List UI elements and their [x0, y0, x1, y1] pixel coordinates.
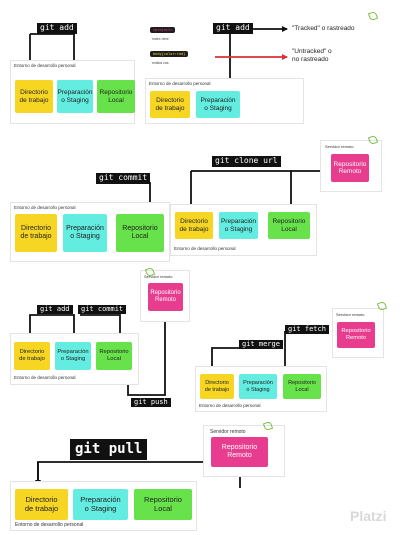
- cmd-git-pull: git pull: [70, 439, 148, 460]
- env-label: Entorno de desarrollo personal: [174, 246, 236, 251]
- file-tracked: index.html: [152, 37, 169, 41]
- platzi-watermark: Platzi: [350, 508, 387, 524]
- cmd-git-clone: git clone url: [212, 156, 281, 167]
- env-label: Entorno de desarrollo personal: [14, 375, 76, 380]
- cmd-git-merge: git merge: [239, 340, 283, 350]
- box-workdir-7: Directorio de trabajo: [15, 489, 68, 520]
- remote-title: Servidor remoto: [210, 429, 246, 435]
- box-remote-3: Repositorio Remoto: [337, 322, 375, 348]
- env-label: Entorno de desarrollo personal: [149, 81, 211, 86]
- remote-card-4: Servidor remoto: [203, 425, 285, 477]
- box-workdir-5: Directorio de trabajo: [14, 342, 50, 370]
- box-staging-6: Preparación o Staging: [239, 374, 277, 399]
- box-workdir-2: Directorio de trabajo: [150, 91, 190, 118]
- cmd-git-add-1: git add: [37, 23, 77, 34]
- box-remote-1: Repositorio Remoto: [331, 154, 369, 182]
- remote-title: Servidor remoto: [144, 274, 173, 279]
- pill-tracked: <project>: [150, 27, 176, 33]
- box-local-4: Repositorio Local: [268, 212, 310, 239]
- box-staging-7: Preparación o Staging: [73, 489, 128, 520]
- cmd-git-commit-2: git commit: [78, 305, 127, 315]
- box-staging-1: Preparación o Staging: [57, 80, 93, 113]
- cmd-git-add-2: git add: [213, 23, 253, 34]
- pill-untracked: body{color:red}: [150, 51, 189, 57]
- cmd-git-add-3: git add: [37, 305, 73, 315]
- box-workdir-3: Directorio de trabajo: [15, 214, 57, 252]
- box-remote-4: Repositorio Remoto: [211, 437, 268, 467]
- env-label: Entorno de desarrollo personal: [15, 522, 84, 528]
- box-staging-5: Preparación o Staging: [55, 342, 91, 370]
- box-staging-3: Preparación o Staging: [63, 214, 107, 252]
- cmd-git-commit-1: git commit: [96, 173, 151, 184]
- box-remote-2: Repositorio Remoto: [148, 283, 183, 311]
- cmd-git-push: git push: [131, 398, 171, 408]
- tracked-label: "Tracked" o rastreado: [292, 25, 355, 32]
- box-workdir-6: Directorio de trabajo: [200, 374, 234, 399]
- remote-title: Servidor remoto: [325, 144, 354, 149]
- box-local-6: Repositorio Local: [283, 374, 321, 399]
- env-label: Entorno de desarrollo personal: [14, 63, 76, 68]
- box-local-7: Repositorio Local: [134, 489, 192, 520]
- box-workdir-4: Directorio de trabajo: [175, 212, 213, 239]
- box-staging-4: Preparación o Staging: [219, 212, 258, 239]
- cmd-git-fetch: git fetch: [285, 325, 329, 335]
- box-local-5: Repositorio Local: [96, 342, 132, 370]
- env-label: Entorno de desarrollo personal: [14, 205, 76, 210]
- file-untracked: estilos.css: [152, 61, 169, 65]
- box-staging-2: Preparación o Staging: [196, 91, 240, 118]
- box-workdir-1: Directorio de trabajo: [15, 80, 53, 113]
- remote-title: Servidor remoto: [336, 312, 365, 317]
- untracked-label: "Untracked" o no rastreado: [292, 48, 332, 64]
- box-local-3: Repositorio Local: [116, 214, 164, 252]
- env-label: Entorno de desarrollo personal: [199, 403, 261, 408]
- box-local-1: Repositorio Local: [97, 80, 135, 113]
